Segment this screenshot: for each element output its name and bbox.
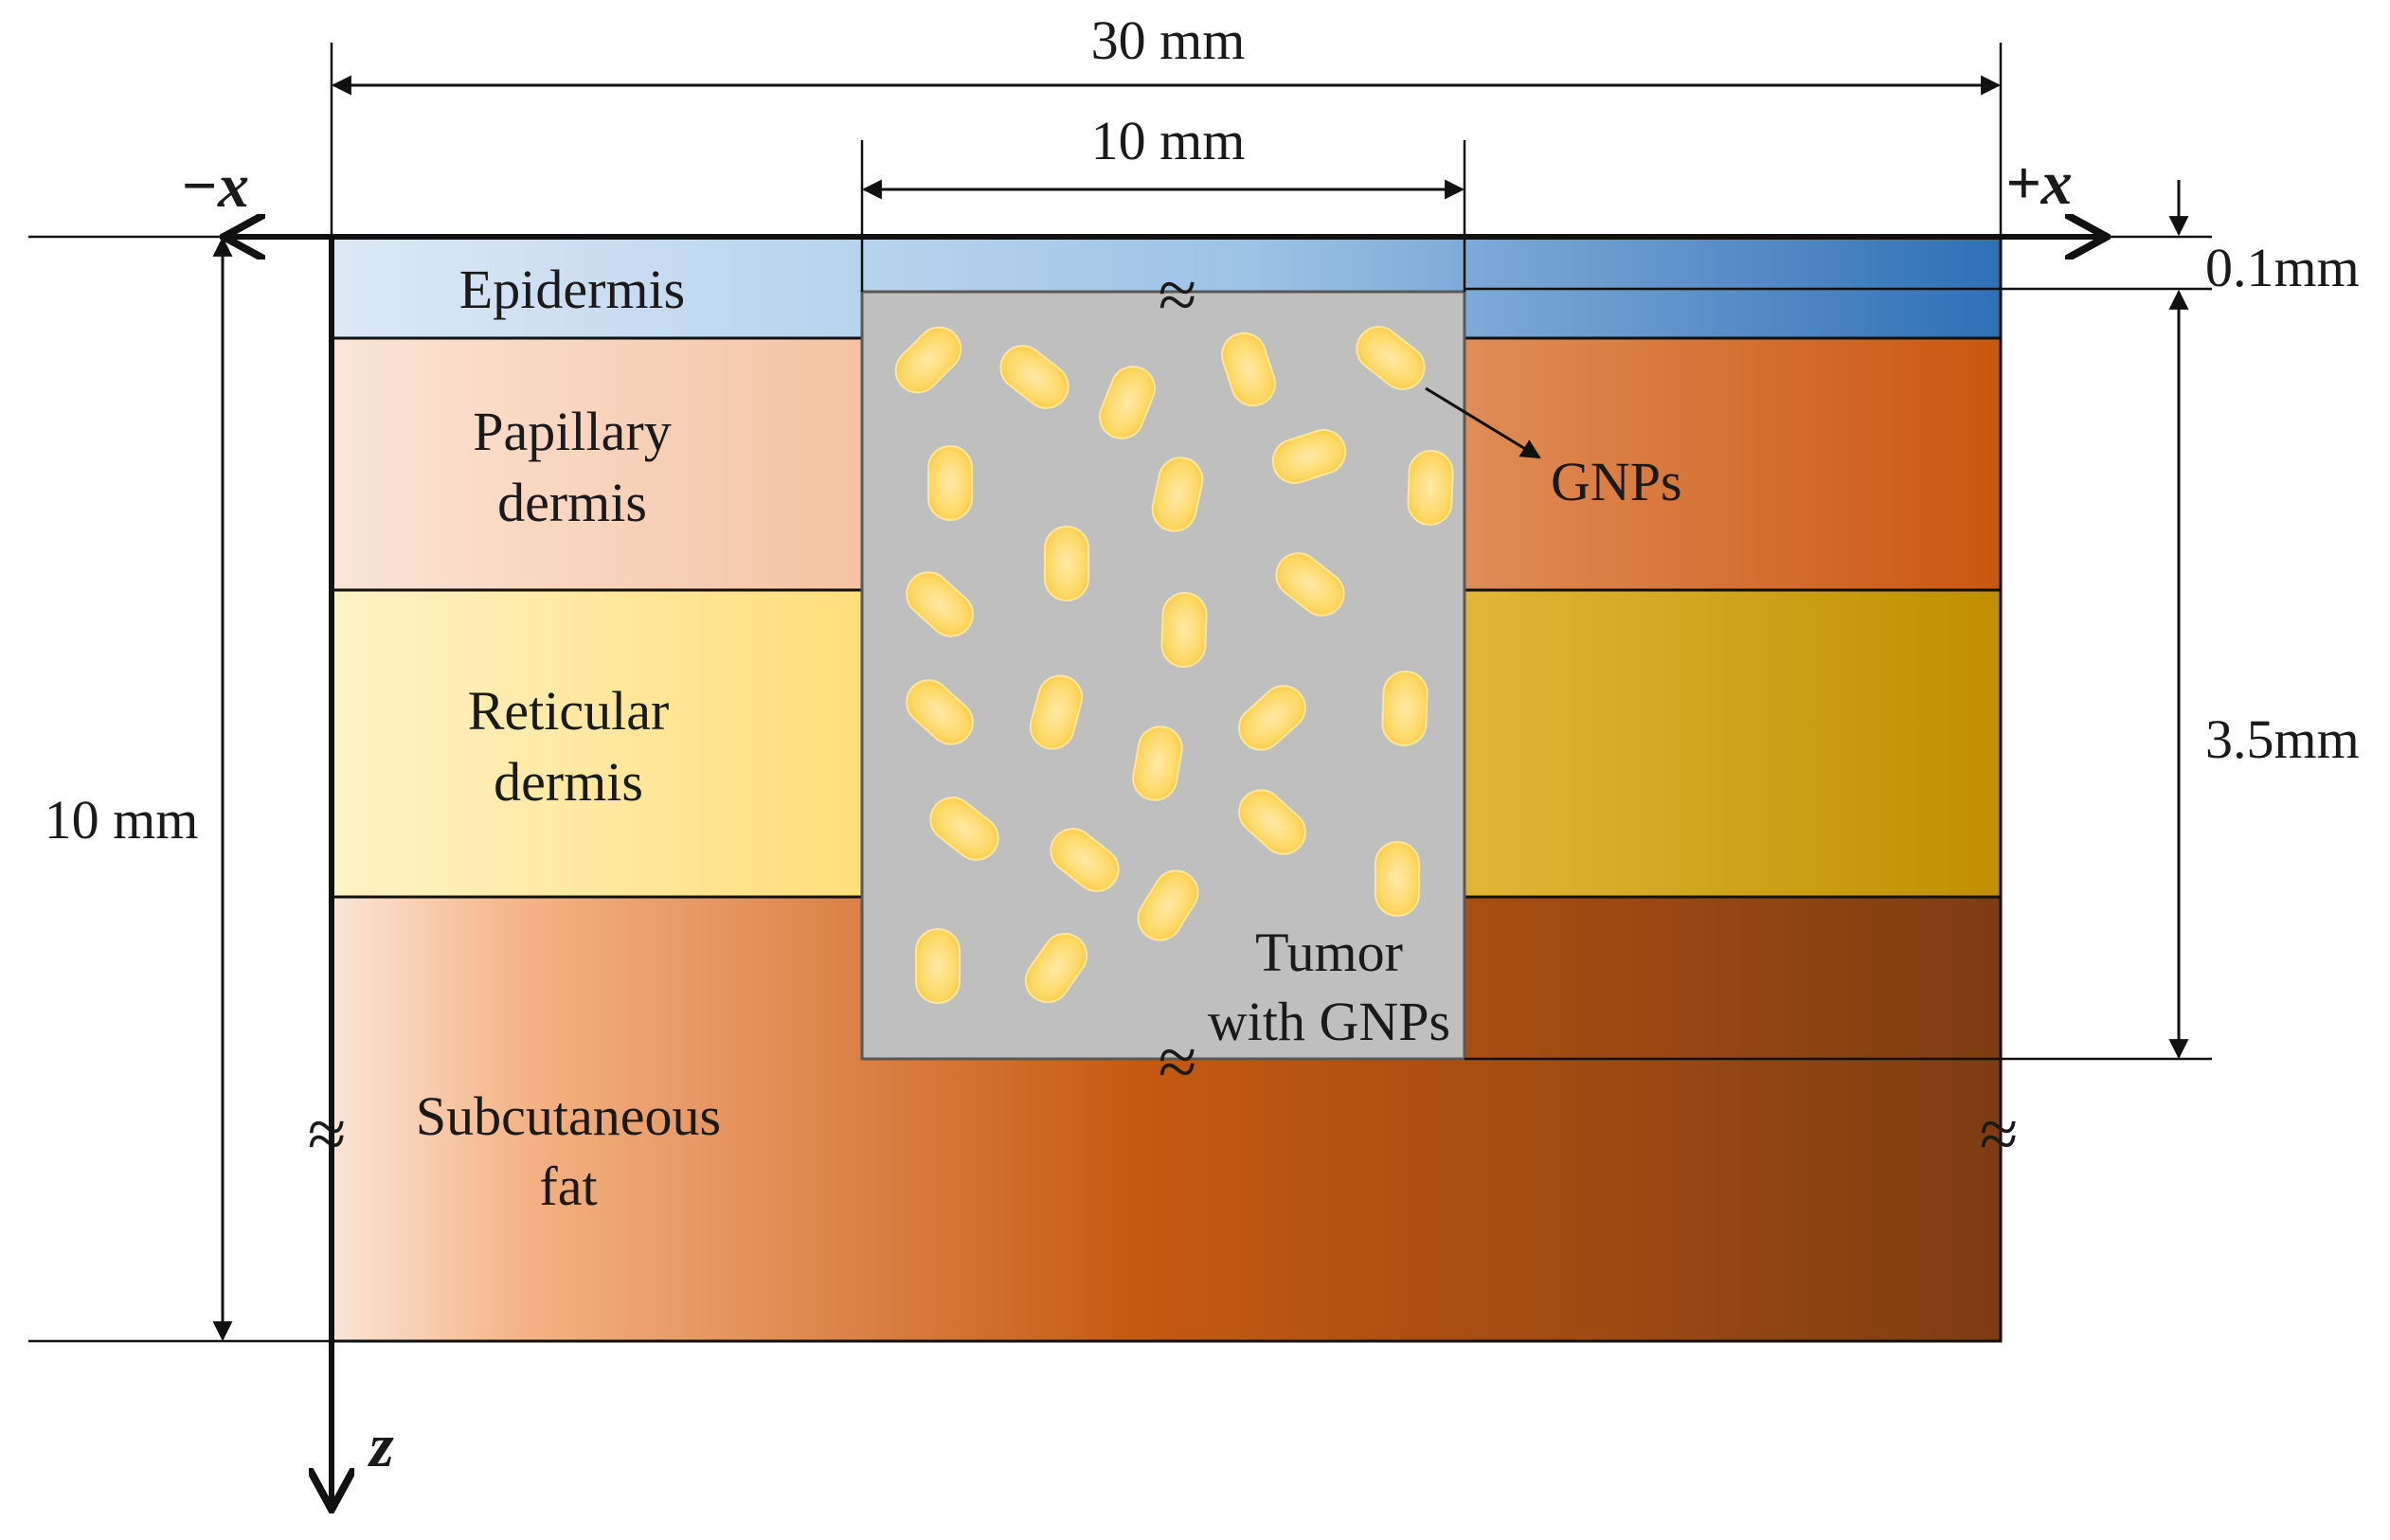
gnp-particle — [1132, 725, 1183, 801]
papillary-label-line2: dermis — [497, 472, 647, 533]
gnp-particle — [1238, 685, 1306, 751]
gnp-particle — [1221, 331, 1276, 407]
total-depth-label: 10 mm — [45, 789, 199, 851]
reticular-label-line1: Reticular — [468, 680, 670, 742]
gnp-particle — [1375, 841, 1420, 917]
fat-label-line2: fat — [539, 1155, 597, 1217]
gnp-particle — [906, 571, 974, 637]
gnp-particle — [1356, 326, 1426, 390]
gnp-particle — [1099, 366, 1156, 439]
break-symbol-right: ≈ — [1980, 1096, 2019, 1173]
gnp-particle — [1275, 552, 1345, 617]
gnp-particle — [906, 679, 974, 745]
gnp-callout-arrow — [1425, 386, 1541, 459]
gnp-particle — [1029, 674, 1084, 750]
axes: −x +x z — [180, 149, 2103, 1506]
epidermis-label: Epidermis — [459, 259, 685, 320]
layer-labels: Epidermis Papillary dermis Reticular der… — [416, 259, 721, 1217]
break-symbol-tumor-bottom: ≈ — [1159, 1024, 1197, 1101]
gnp-particle — [929, 797, 999, 861]
gnp-callout-label: GNPs — [1551, 451, 1682, 512]
gnp-particle — [1050, 828, 1120, 892]
epidermis-thickness-label: 0.1mm — [2205, 237, 2360, 298]
dimension-arrows — [212, 75, 2189, 1342]
gnp-particle — [1381, 671, 1429, 746]
gnp-particle — [927, 445, 973, 521]
gnp-particle — [1024, 932, 1088, 1004]
tumor-label-line2: with GNPs — [1208, 991, 1450, 1052]
gnp-particle — [1407, 450, 1454, 526]
total-width-label: 30 mm — [1091, 9, 1246, 71]
gnp-particle — [1271, 429, 1347, 484]
gnp-particle — [1044, 526, 1089, 601]
tumor-label-line1: Tumor — [1255, 922, 1403, 983]
neg-x-axis-label: −x — [180, 152, 249, 221]
gnp-particle — [999, 345, 1069, 409]
tumor-depth-label: 3.5mm — [2205, 708, 2360, 770]
fat-label-line1: Subcutaneous — [416, 1085, 721, 1147]
gnp-particles — [894, 326, 1454, 1004]
dimension-labels: 30 mm 10 mm 10 mm 0.1mm 3.5mm — [45, 9, 2360, 851]
tumor-width-label: 10 mm — [1091, 110, 1246, 171]
tumor-label: Tumor with GNPs — [1208, 922, 1450, 1052]
reticular-label-line2: dermis — [494, 751, 643, 813]
z-axis-label: z — [368, 1411, 394, 1480]
break-symbol-left: ≈ — [308, 1096, 347, 1173]
break-symbols: ≈ ≈ ≈ ≈ — [308, 257, 2019, 1173]
reference-lines — [28, 43, 2212, 1343]
gnp-particle — [1151, 457, 1204, 532]
gnp-particle — [1238, 789, 1306, 855]
gnp-particle — [1137, 869, 1199, 941]
gnp-particle — [915, 928, 961, 1004]
papillary-label-line1: Papillary — [473, 401, 671, 462]
pos-x-axis-label: +x — [2005, 149, 2073, 218]
gnp-particle — [894, 326, 962, 394]
gnp-particle — [1160, 592, 1208, 668]
break-symbol-tumor-top: ≈ — [1159, 257, 1197, 334]
